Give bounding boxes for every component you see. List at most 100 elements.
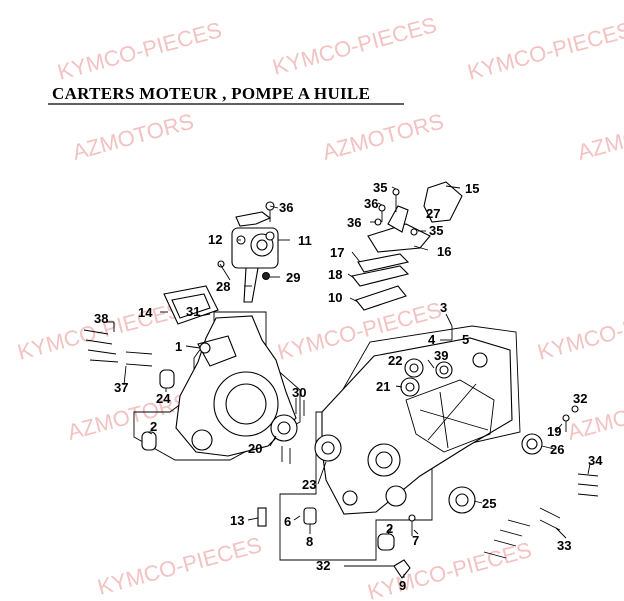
- left-crankcase-mount: [191, 429, 213, 451]
- callout-33: 33: [557, 538, 571, 553]
- watermark-azmotors: AZMOTORS: [70, 109, 197, 165]
- callout-9: 9: [399, 578, 406, 593]
- callout-11: 11: [298, 233, 312, 248]
- callout-21: 21: [376, 379, 390, 394]
- callout-32-bottom: 32: [316, 558, 330, 573]
- reed-bolt: [392, 188, 400, 196]
- watermark-kymco: KYMCO-PIECES: [95, 532, 264, 600]
- drain-9: [393, 559, 411, 579]
- callout-27: 27: [426, 206, 440, 221]
- plug-8: [303, 507, 317, 525]
- callout-23: 23: [302, 477, 316, 492]
- bearing-23-inner: [321, 441, 335, 455]
- right-crankcase-boss: [385, 485, 407, 507]
- callout-24: 24: [156, 391, 171, 406]
- callout-17: 17: [330, 245, 344, 260]
- pin-7: [408, 514, 416, 522]
- callout-4: 4: [428, 332, 436, 347]
- callout-7: 7: [412, 533, 419, 548]
- bolt-32: [571, 405, 579, 413]
- callout-32-right: 32: [573, 391, 587, 406]
- right-crankcase-group: [257, 325, 543, 579]
- right-crankcase-frame: [279, 325, 521, 561]
- oil-pump-washer: [262, 272, 270, 280]
- callout-38: 38: [94, 311, 108, 326]
- callout-5: 5: [462, 332, 469, 347]
- oil-pump-shaft: [256, 239, 268, 251]
- callout-14: 14: [138, 305, 153, 320]
- intake-cover: [423, 181, 463, 223]
- callout-13: 13: [230, 513, 244, 528]
- left-crankcase-bore-inner: [225, 383, 267, 425]
- callout-26: 26: [550, 442, 564, 457]
- callout-12: 12: [208, 232, 222, 247]
- oil-pump-bracket: [235, 211, 272, 227]
- watermark-azmotors: AZMOTORS: [575, 109, 624, 165]
- callout-29: 29: [286, 270, 300, 285]
- reed-valve-assembly: [351, 181, 463, 311]
- crankcase-bolts-left: [83, 322, 153, 367]
- bracket-13: [257, 507, 267, 527]
- oil-pump-assembly: [217, 201, 279, 303]
- dowel-2: [141, 431, 157, 451]
- callout-18: 18: [328, 267, 342, 282]
- reed-bolt: [378, 204, 386, 212]
- right-crankcase: [321, 337, 513, 515]
- callout-1: 1: [175, 339, 182, 354]
- bearing-24: [159, 369, 175, 389]
- callout-35-top: 35: [373, 180, 387, 195]
- bearing-39-inner: [439, 365, 449, 375]
- callout-25: 25: [482, 496, 496, 511]
- callout-16: 16: [437, 244, 451, 259]
- reed-valve-gasket: [355, 285, 407, 311]
- reed-valve-plate-17: [357, 253, 410, 273]
- callout-36-c: 36: [347, 215, 361, 230]
- watermark-kymco: KYMCO-PIECES: [55, 17, 224, 85]
- watermark-kymco: KYMCO-PIECES: [465, 17, 624, 85]
- watermark-azmotors: AZMOTORS: [320, 109, 447, 165]
- callout-34: 34: [588, 453, 603, 468]
- callout-19: 19: [547, 424, 561, 439]
- dowel-1: [199, 342, 211, 354]
- callout-30: 30: [292, 385, 306, 400]
- callout-3: 3: [440, 300, 447, 315]
- crankcase-bolts-right: [483, 405, 599, 559]
- oil-gasket-14-inner: [171, 293, 211, 319]
- right-crankcase-bore-inner: [375, 451, 393, 469]
- watermark-azmotors: AZMOTORS: [65, 389, 192, 445]
- crankcase-bolts-30: [281, 398, 305, 464]
- oil-seal-26-inner: [526, 438, 538, 450]
- oil-pump-pickup: [243, 267, 259, 303]
- callout-28: 28: [216, 279, 230, 294]
- callout-39: 39: [434, 348, 448, 363]
- left-crankcase-group: [133, 285, 301, 461]
- reed-valve-tower: [387, 205, 409, 233]
- reed-valve-plate-18: [351, 265, 410, 287]
- oil-pump-bolt: [217, 260, 225, 268]
- callout-20: 20: [248, 441, 262, 456]
- leader-lines: [104, 185, 591, 578]
- callout-15: 15: [465, 181, 479, 196]
- bearing-21-inner: [405, 382, 415, 392]
- bearing-20-inner: [277, 421, 291, 435]
- bearing-22-inner: [409, 363, 419, 373]
- callout-35-b: 35: [429, 223, 443, 238]
- callout-36: 36: [279, 200, 293, 215]
- callout-labels: 36 12 11 29 28 14 31 1 38 37 24 2 20 30 …: [94, 180, 603, 593]
- bearing-5: [472, 352, 488, 368]
- callout-31: 31: [186, 304, 200, 319]
- oil-pump-screw: [265, 231, 275, 241]
- callout-10: 10: [328, 290, 342, 305]
- watermark-kymco: KYMCO-PIECES: [270, 12, 439, 80]
- washer-19: [562, 414, 570, 422]
- callout-37: 37: [114, 380, 128, 395]
- callout-2-right: 2: [386, 521, 393, 536]
- watermark-kymco: KYMCO-PIECES: [535, 297, 624, 365]
- callout-2-left: 2: [150, 419, 157, 434]
- callout-8: 8: [306, 534, 313, 549]
- dowel-2-right: [377, 533, 395, 551]
- watermark-kymco: KYMCO-PIECES: [15, 297, 184, 365]
- reed-bolt: [410, 228, 418, 236]
